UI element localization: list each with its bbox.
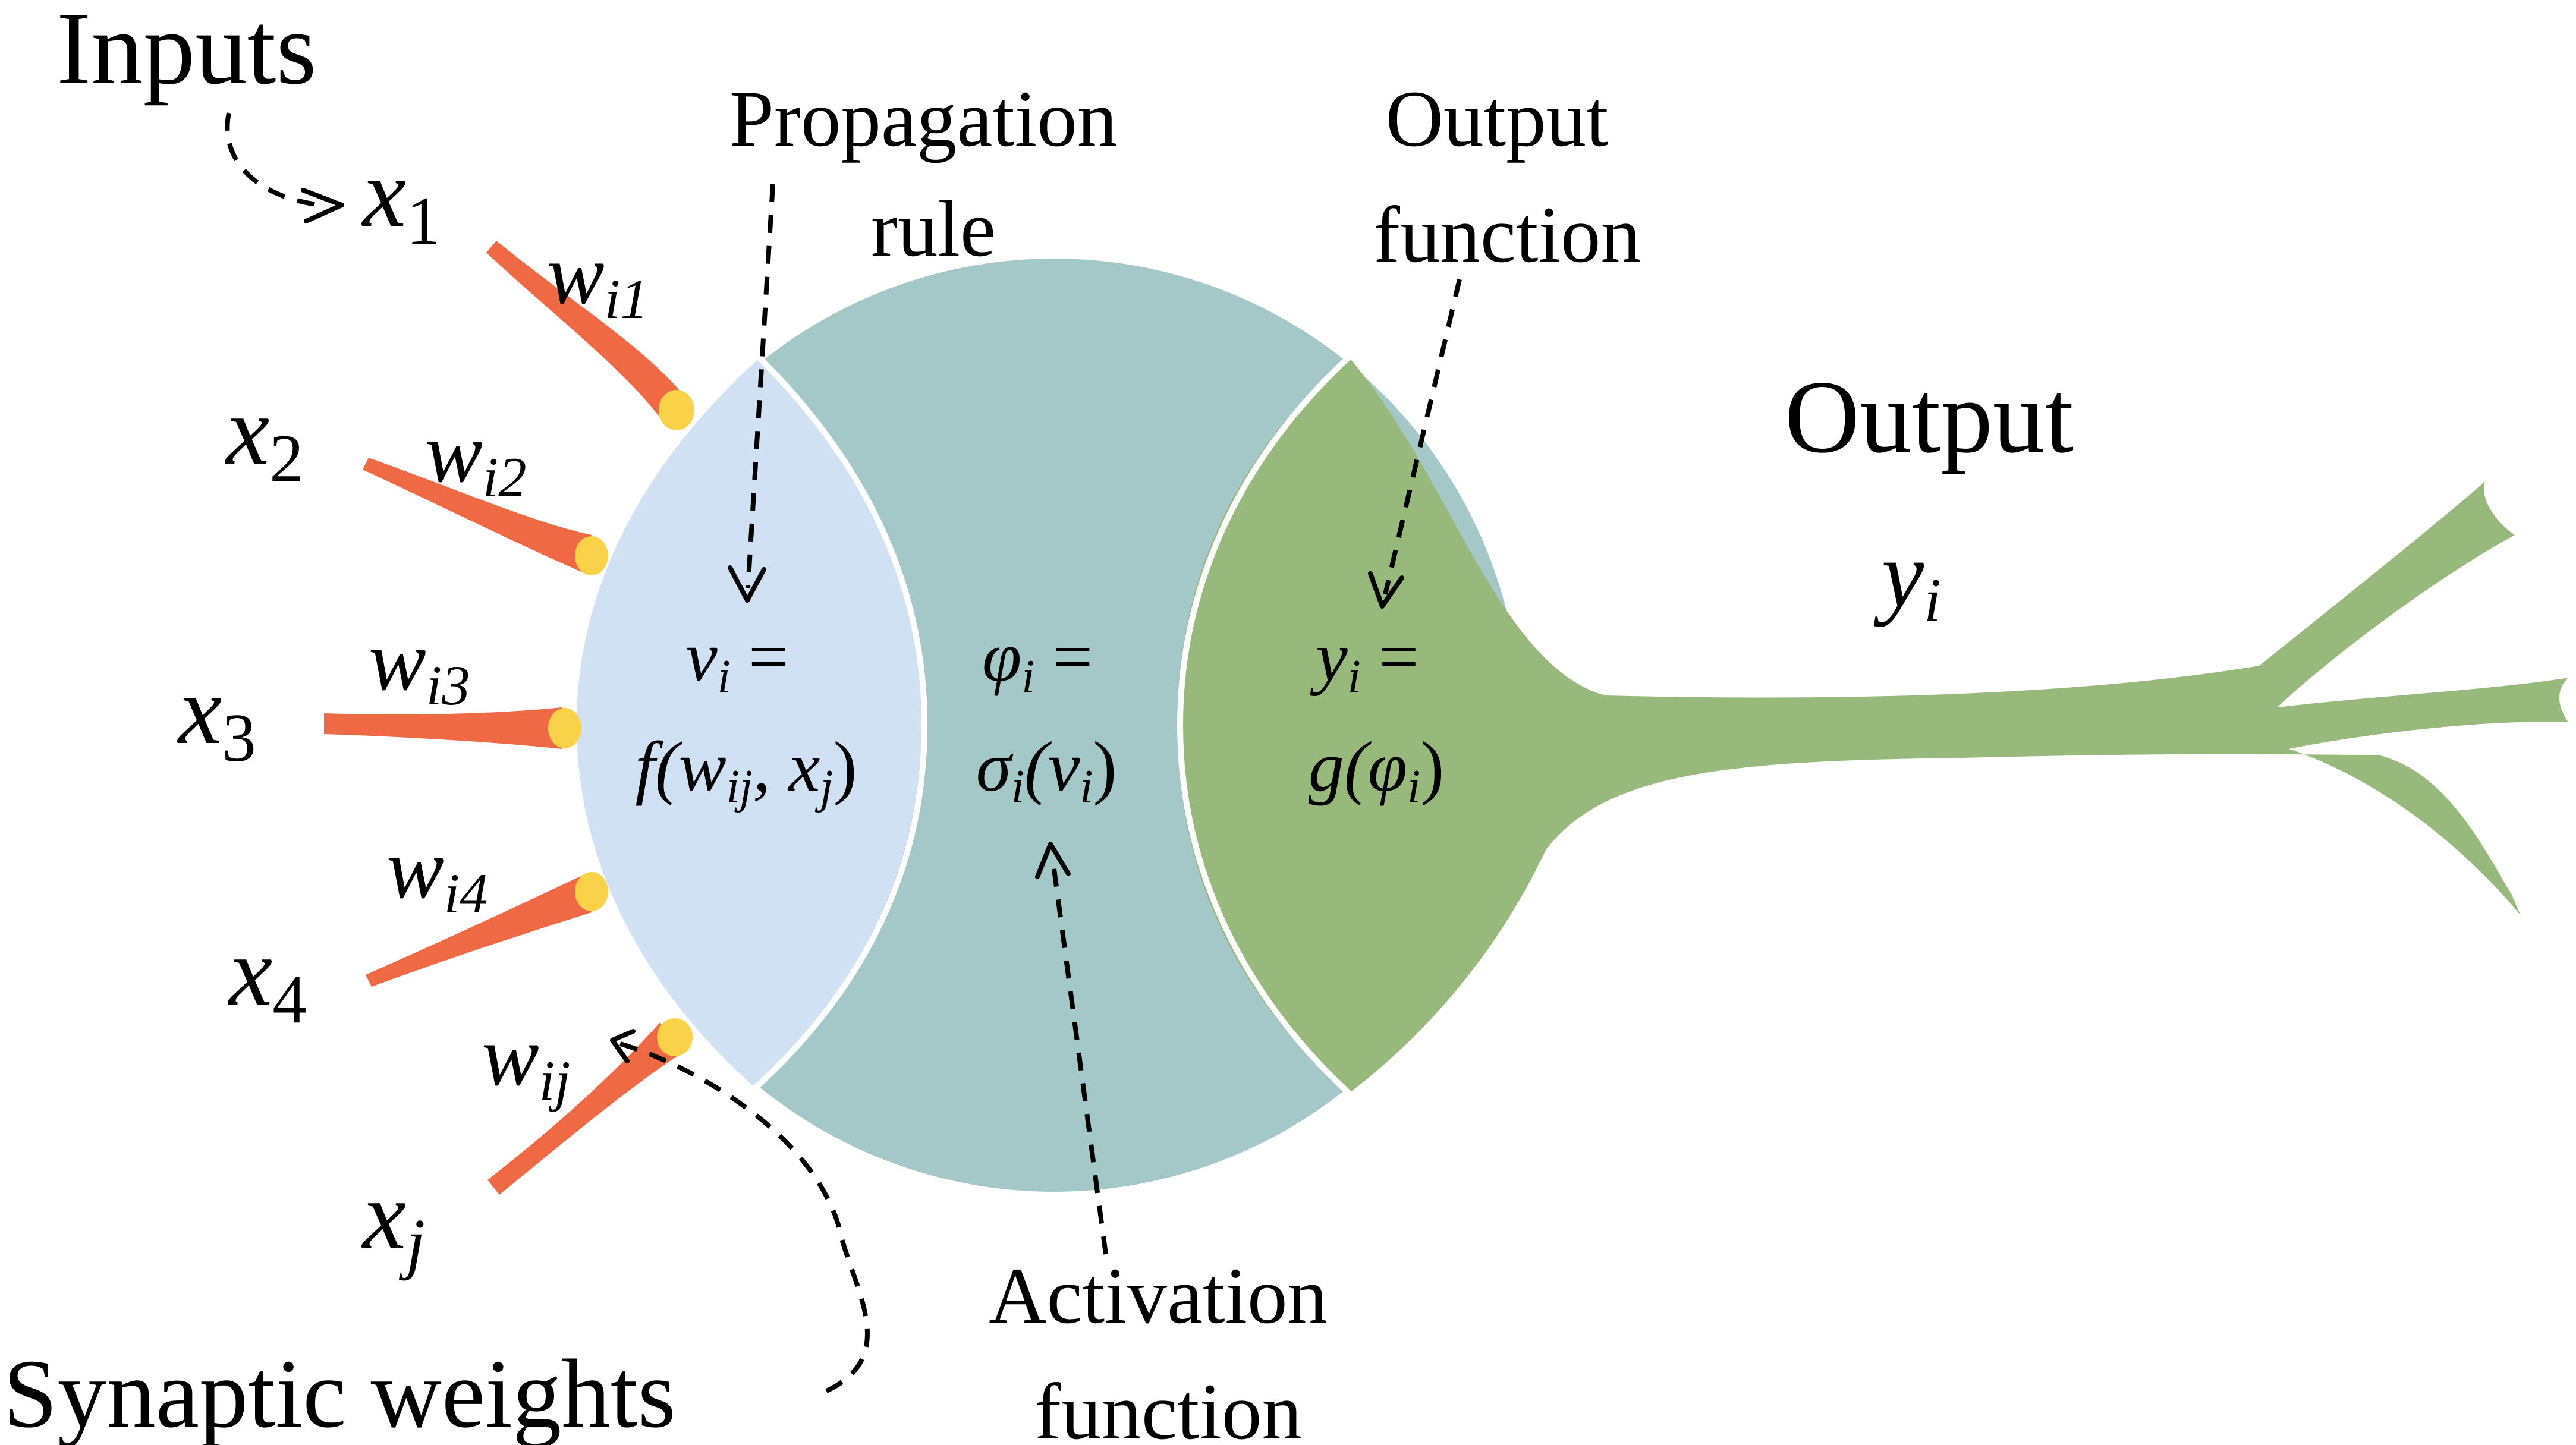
synapse-2 xyxy=(575,536,608,575)
output-equation: yi = g(φi) xyxy=(1309,617,1445,813)
output-variable: yi xyxy=(1873,521,1941,635)
weight-wij: wij xyxy=(482,1009,571,1112)
output-region xyxy=(1177,357,2568,1094)
inputs-label: Inputs xyxy=(56,0,317,106)
propagation-region xyxy=(577,357,921,1088)
dendrite-4 xyxy=(366,872,608,987)
dendrite-1 xyxy=(486,241,694,430)
synaptic-weights-label: Synaptic weights xyxy=(3,1339,676,1445)
propagation-arrow xyxy=(746,184,775,589)
propagation-equation: νi = f(wij, xj) xyxy=(635,617,857,813)
annotation-arrows xyxy=(225,112,1462,1393)
propagation-rule-label: Propagation rule xyxy=(729,75,1137,273)
cell-body xyxy=(577,259,2568,1192)
activation-function-label: Activation function xyxy=(989,1252,1348,1445)
inputs-arrow xyxy=(225,112,322,207)
synapse-4 xyxy=(575,872,608,911)
activation-equation: φi = σi(νi) xyxy=(976,617,1117,813)
dendrites xyxy=(324,241,694,1195)
synapse-1 xyxy=(659,390,694,430)
dendrite-j xyxy=(487,1018,693,1195)
output-function-label: Output function xyxy=(1373,75,1641,279)
synaptic-weights-arrow xyxy=(617,1041,870,1393)
activation-arrow xyxy=(1050,855,1108,1255)
output-function-arrow xyxy=(1383,279,1462,595)
input-xj: xj xyxy=(361,1161,425,1281)
input-x1: x1 xyxy=(361,138,441,259)
weight-wi3: wi3 xyxy=(369,613,470,717)
synapse-3 xyxy=(548,708,581,748)
dendrite-3 xyxy=(324,707,581,749)
synapse-j xyxy=(657,1018,693,1056)
weight-wi1: wi1 xyxy=(547,227,649,330)
input-x4: x4 xyxy=(227,917,307,1037)
divider-left xyxy=(750,351,928,1093)
input-x2: x2 xyxy=(224,376,304,496)
weight-wi2: wi2 xyxy=(425,405,527,509)
input-x3: x3 xyxy=(177,656,256,776)
dendrite-2 xyxy=(363,458,608,575)
output-label: Output xyxy=(1785,359,2074,474)
weight-wi4: wi4 xyxy=(386,821,488,925)
divider-right xyxy=(1177,354,1352,1096)
